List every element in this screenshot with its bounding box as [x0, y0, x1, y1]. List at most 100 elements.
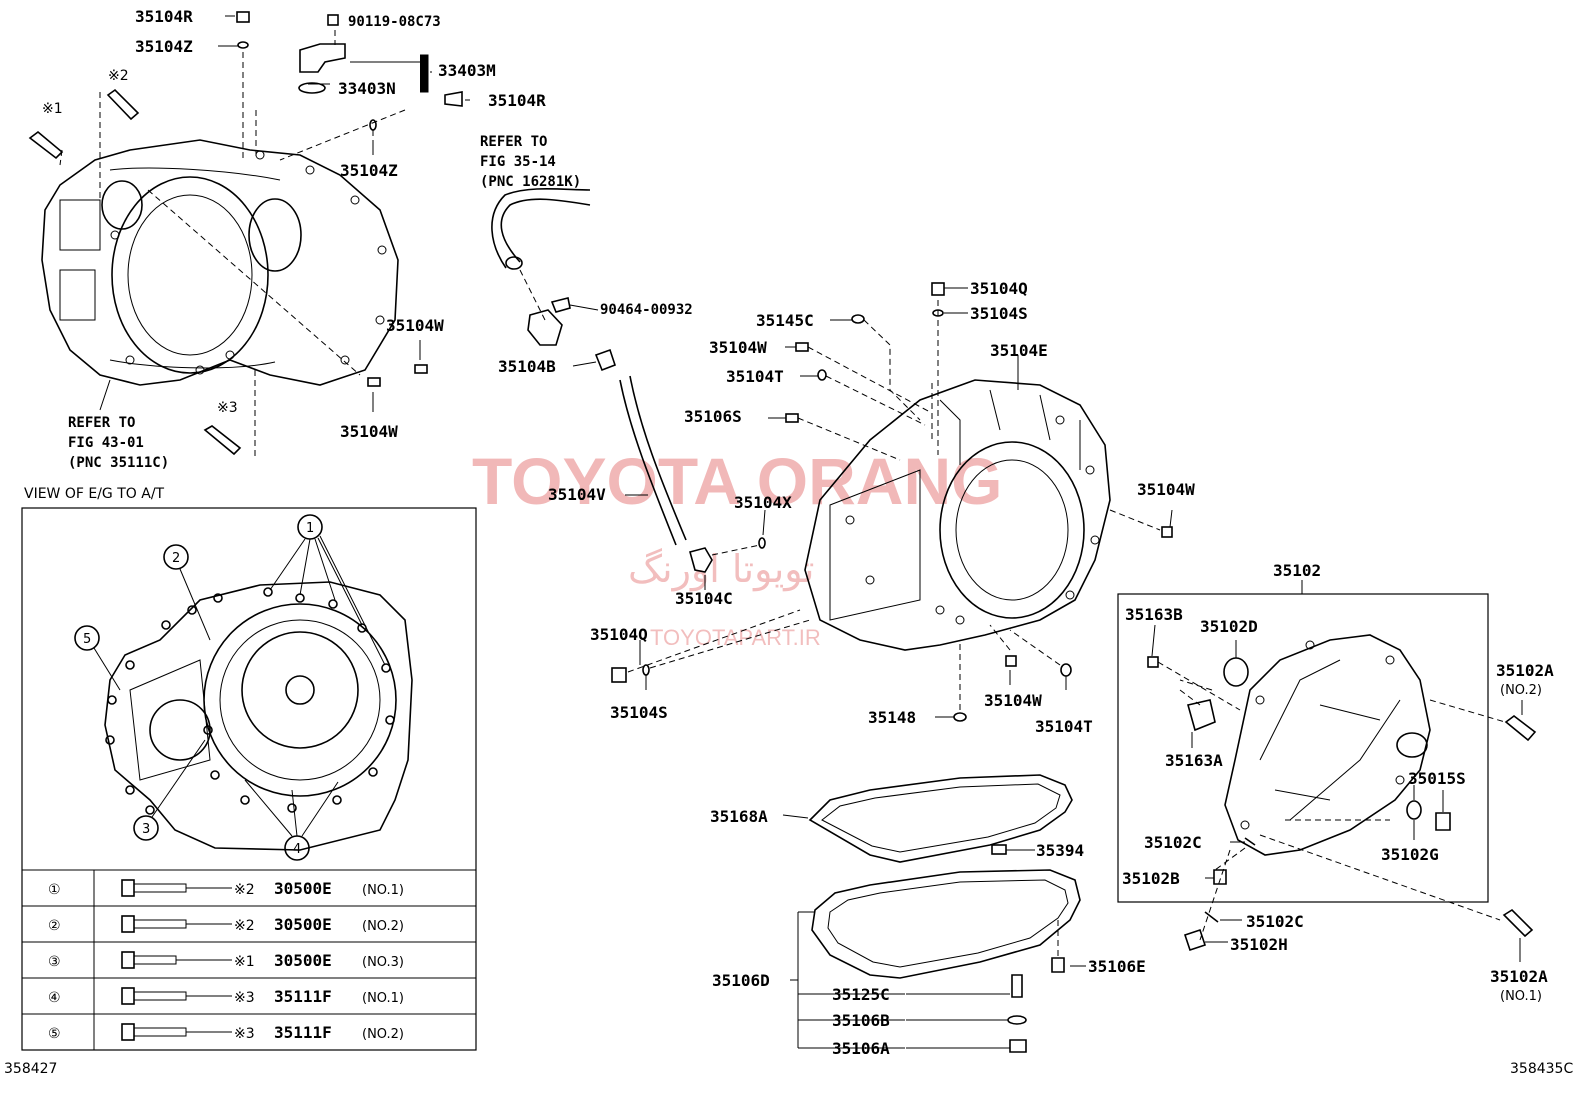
label-35104S-top: 35104S: [970, 304, 1028, 323]
label-35104W-d: 35104W: [1137, 480, 1195, 499]
bolt-table-row: ④ ※3 35111F (NO.1): [48, 987, 404, 1006]
svg-text:REFER TO: REFER TO: [480, 134, 547, 150]
bolt-row-no: (NO.1): [362, 991, 404, 1006]
union-35104B-icon: [527, 309, 563, 346]
bolt-35102A-no2-icon: [1504, 714, 1537, 742]
label-35102: 35102: [1273, 561, 1321, 580]
bolt-row-mark: ※3: [234, 1026, 255, 1042]
bolt-row-part-number: 35111F: [274, 987, 332, 1006]
label-35104C: 35104C: [675, 589, 733, 608]
label-33403N: 33403N: [338, 79, 396, 98]
note-refer-fig-35-14: REFER TO FIG 35-14 (PNC 16281K): [480, 134, 581, 190]
label-35104Z-mid: 35104Z: [340, 161, 398, 180]
bolt-row-part-number: 30500E: [274, 879, 332, 898]
o-ring-35104T-b-icon: [1060, 663, 1072, 677]
bolt-35106E-icon: [1051, 957, 1065, 973]
diagram-id-right: 358435C: [1510, 1061, 1573, 1077]
label-35104S-b: 35104S: [610, 703, 668, 722]
bolt-head-icon: [121, 987, 135, 1005]
label-35106A: 35106A: [832, 1039, 890, 1058]
label-35104R-mid: 35104R: [488, 91, 546, 110]
label-90119-08C73: 90119-08C73: [348, 14, 441, 30]
label-35104Q-b: 35104Q: [590, 625, 648, 644]
o-ring-35104T-a-icon: [817, 369, 827, 381]
view-title: VIEW OF E/G TO A/T: [24, 486, 165, 502]
svg-text:1: 1: [306, 521, 314, 536]
plug-35125C-icon: [1011, 974, 1023, 998]
o-ring-35104S-b-icon: [642, 664, 650, 676]
svg-text:5: 5: [83, 632, 91, 647]
mark-m1: ※1: [42, 101, 63, 117]
bolt-row-mark: ※3: [234, 990, 255, 1006]
label-35102B: 35102B: [1122, 869, 1180, 888]
label-35102A-bot: 35102A: [1490, 967, 1548, 986]
label-35125C: 35125C: [832, 985, 890, 1004]
seal-35102D-icon: [1223, 657, 1249, 687]
gasket-35168A-icon: [808, 774, 1073, 863]
label-35104R-top: 35104R: [135, 7, 193, 26]
dowel-35104W-a-icon: [414, 364, 428, 374]
bolt-row-number: ②: [48, 918, 61, 934]
bolt-row-part-number: 35111F: [274, 1023, 332, 1042]
label-35104B: 35104B: [498, 357, 556, 376]
extension-housing-box: [1117, 593, 1489, 903]
svg-text:4: 4: [293, 842, 301, 857]
bolt-m2-icon: [106, 88, 140, 121]
pin-35102C-a-icon: [1244, 837, 1256, 846]
label-35104W-e: 35104W: [984, 691, 1042, 710]
label-35148: 35148: [868, 708, 916, 727]
mark-m3: ※3: [217, 400, 238, 416]
bolt-row-number: ①: [48, 882, 61, 898]
callout-1: 1: [269, 514, 386, 666]
bolt-m3-icon: [203, 425, 242, 456]
bolt-90119-icon: [327, 14, 339, 26]
label-35102A-top-no: (NO.2): [1500, 683, 1542, 698]
o-ring-33403N-icon: [298, 82, 326, 94]
svg-text:FIG 35-14: FIG 35-14: [480, 154, 556, 170]
extension-housing-drawing: [1224, 634, 1431, 856]
bolt-shank-icon: [133, 955, 177, 965]
plug-35102H-icon: [1183, 928, 1207, 952]
bolt-row-mark: ※2: [234, 918, 255, 934]
bolt-row-mark: ※1: [234, 954, 255, 970]
note-refer-fig-43-01: REFER TO FIG 43-01 (PNC 35111C): [68, 415, 169, 471]
svg-text:FIG 43-01: FIG 43-01: [68, 435, 144, 451]
plug-35015S-icon: [1435, 812, 1451, 831]
fitting-35104B-icon: [594, 348, 617, 372]
bolt-row-mark: ※2: [234, 882, 255, 898]
label-35394: 35394: [1036, 841, 1084, 860]
plug-35104Q-top-icon: [931, 282, 945, 296]
bolt-row-number: ④: [48, 990, 61, 1006]
label-35106B: 35106B: [832, 1011, 890, 1030]
bolt-shank-icon: [133, 919, 187, 929]
label-35104T-b: 35104T: [1035, 717, 1093, 736]
plug-35102B-icon: [1213, 869, 1227, 885]
label-35104W-b: 35104W: [340, 422, 398, 441]
magnet-35394-icon: [991, 844, 1007, 855]
bolt-shank-icon: [133, 883, 187, 893]
callout-2: 2: [163, 544, 211, 641]
bolt-hole-markers: [105, 587, 395, 815]
svg-text:3: 3: [142, 822, 150, 837]
bolt-head-icon: [121, 1023, 135, 1041]
sensor-35163A-icon: [1187, 699, 1216, 732]
plug-35106A-icon: [1009, 1039, 1027, 1053]
bolt-m1-icon: [28, 130, 64, 160]
svg-text:2: 2: [172, 551, 180, 566]
label-35106S: 35106S: [684, 407, 742, 426]
plug-35104R-top-icon: [236, 11, 250, 23]
bolt-table: [22, 870, 476, 1050]
label-35145C: 35145C: [756, 311, 814, 330]
callout-4: 4: [244, 779, 339, 861]
label-35106D: 35106D: [712, 971, 770, 990]
bolt-row-no: (NO.2): [362, 919, 404, 934]
plug-35104R-mid-icon: [444, 91, 463, 107]
o-ring-35104X-icon: [758, 537, 766, 549]
bolt-35102A-no1-icon: [1502, 908, 1534, 938]
dowel-35104W-b-icon: [367, 377, 381, 387]
union-35104C-icon: [689, 547, 713, 573]
svg-text:(PNC 16281K): (PNC 16281K): [480, 174, 581, 190]
label-35104V: 35104V: [548, 485, 606, 504]
